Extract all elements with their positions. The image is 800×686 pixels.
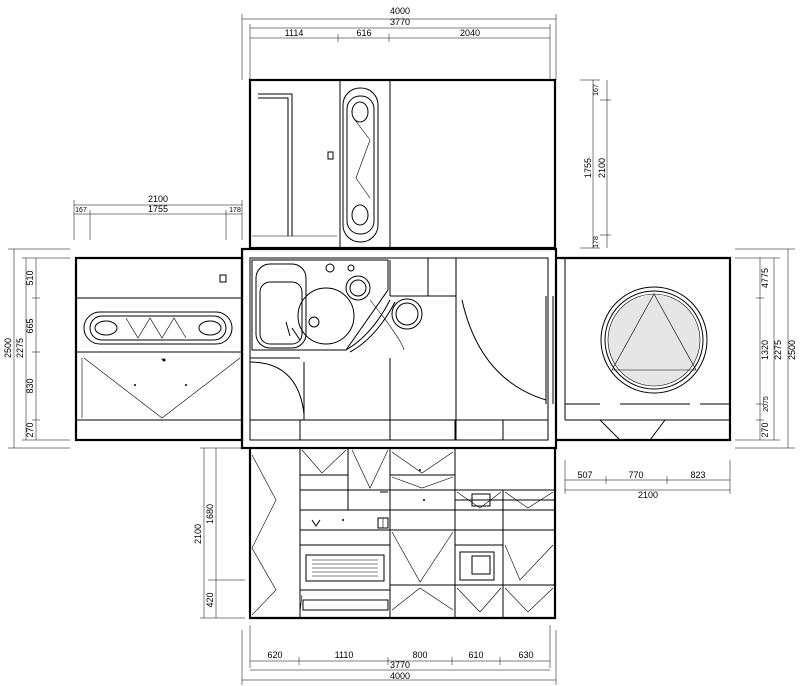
dim-bottom-flap-seg-2: 420 (205, 592, 215, 607)
dim-bottom-seg-3: 800 (412, 650, 427, 660)
bottom-dimension-lines: 620 1110 800 610 630 3770 4000 (241, 625, 557, 685)
outlet-icon (219, 274, 227, 283)
dim-top-seg-1: 1114 (285, 28, 304, 38)
left-flap-top-dimensions: 2100 167 1755 178 (73, 194, 243, 240)
dim-bottom-flap-seg-1: 1680 (205, 504, 215, 524)
dim-bottom-flap-overall: 2100 (193, 524, 203, 544)
dim-bottom-seg-2: 1110 (335, 650, 354, 660)
top-flap-right-dimensions: 167 1755 178 2100 (580, 79, 611, 249)
dim-left-flap-overall: 2100 (148, 194, 168, 204)
dim-right-flap-overall: 2100 (638, 490, 658, 500)
dim-right-flap-seg-3: 823 (690, 470, 705, 480)
dim-left-overall: 2500 (3, 338, 13, 358)
right-flap-bottom-dimensions: 507 770 823 2100 (564, 460, 731, 500)
dim-top-inner: 3770 (390, 17, 410, 27)
dim-bottom-seg-1: 620 (267, 650, 282, 660)
top-wall-elevation (248, 78, 557, 250)
dim-right-seg-2: 1320 (760, 340, 770, 360)
bottom-wall-elevation (248, 448, 557, 620)
dim-right-flap-seg-1: 507 (577, 470, 592, 480)
dim-right-seg-1: 4775 (760, 268, 770, 288)
lamp-icon (351, 204, 369, 226)
dim-top-flap-seg-3: 178 (593, 236, 600, 248)
bottom-flap-left-dimensions: 2100 1680 420 (193, 447, 245, 619)
dim-top-flap-seg-2: 1755 (583, 158, 593, 178)
dim-top-overall: 4000 (390, 6, 410, 16)
dim-bottom-inner: 3770 (390, 660, 410, 670)
dim-right-overall: 2500 (787, 340, 797, 360)
dim-right-flap-seg-2: 770 (628, 470, 643, 480)
lamp-icon (94, 320, 118, 336)
oven-icon (459, 551, 495, 581)
dim-left-inner: 2275 (15, 338, 25, 358)
dim-top-seg-2: 616 (356, 28, 371, 38)
bathtub-icon (255, 263, 307, 349)
dim-right-seg-4: 270 (760, 422, 770, 437)
left-side-dimensions: 2500 2275 510 665 830 270 (3, 248, 70, 449)
toilet-icon (391, 298, 423, 330)
floor-plan (240, 247, 558, 450)
round-wall (297, 287, 355, 345)
dim-right-seg-3: 2075 (763, 396, 770, 412)
dim-top-flap-seg-1: 167 (593, 84, 600, 96)
dim-left-seg-4: 270 (25, 422, 35, 437)
left-wall-elevation (74, 256, 244, 442)
lamp-icon (198, 320, 222, 336)
dim-left-flap-seg-1: 167 (75, 207, 87, 214)
dim-bottom-seg-5: 630 (518, 650, 533, 660)
round-window-icon (600, 286, 708, 394)
dim-left-flap-seg-3: 178 (229, 207, 241, 214)
dim-top-flap-overall: 2100 (597, 158, 607, 178)
right-side-dimensions: 4775 1320 2075 270 2275 2500 (735, 248, 797, 449)
dim-left-flap-seg-2: 1755 (148, 204, 168, 214)
sink-bowl-icon (345, 275, 371, 301)
lamp-icon (351, 101, 369, 123)
knob-icon (185, 384, 187, 386)
dim-left-seg-2: 665 (25, 318, 35, 333)
dim-left-seg-3: 830 (25, 378, 35, 393)
dim-right-inner: 2275 (773, 340, 783, 360)
dim-bottom-overall: 4000 (390, 671, 410, 681)
vent-grille-icon (305, 554, 385, 582)
dim-left-seg-1: 510 (25, 270, 35, 285)
wall-switch-icon (327, 151, 334, 160)
dim-bottom-seg-4: 610 (468, 650, 483, 660)
top-dimension-lines: 4000 3770 1114 616 2040 (241, 6, 557, 80)
drain-icon (308, 316, 320, 328)
dim-top-seg-3: 2040 (460, 28, 480, 38)
right-wall-elevation (556, 256, 732, 442)
knob-icon (134, 384, 136, 386)
